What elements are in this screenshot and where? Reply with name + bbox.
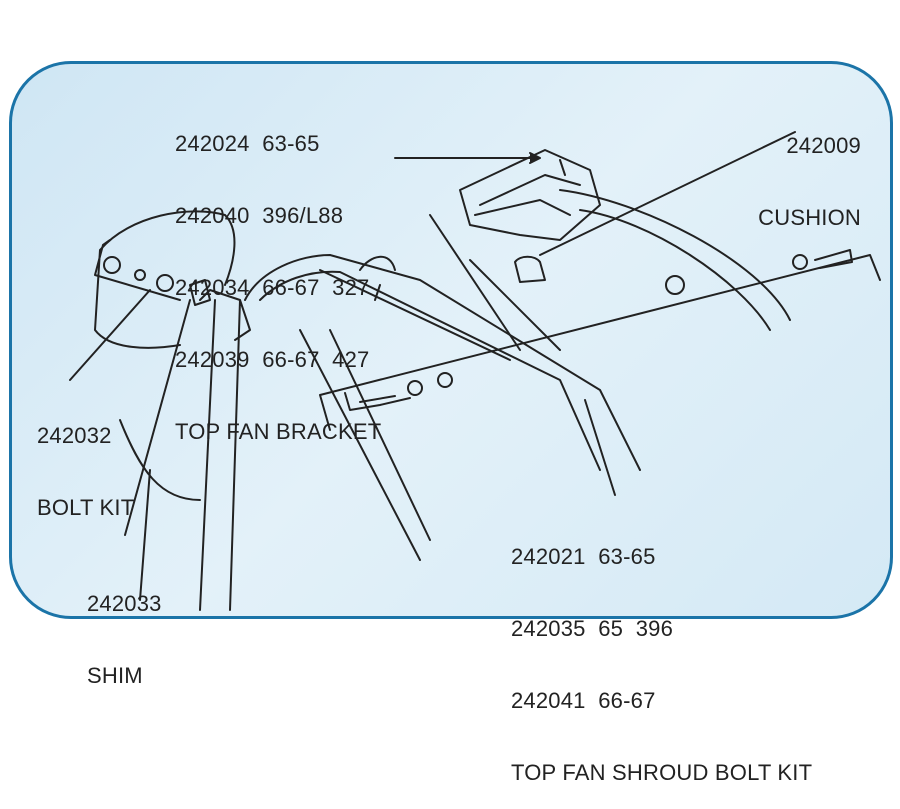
bolt-kit-title: BOLT KIT [37,495,135,520]
shroud-bolt-title: TOP FAN SHROUD BOLT KIT [511,760,813,785]
corner-detail [359,255,396,301]
bracket-part-line: 242034 66-67 327 [175,275,370,300]
shroud-bolt-kit-bracket [319,254,881,431]
shroud-bolt-part-line: 242021 63-65 [511,544,656,569]
washer [156,274,174,292]
shroud-bolt-part-line: 242041 66-67 [511,688,656,713]
shroud-rib [299,269,511,561]
leader-cushion [539,131,796,256]
vertical-bracket [199,289,251,611]
radiator-support-outline [94,210,236,601]
washer [407,380,423,396]
shroud-bolt [344,392,411,411]
cushion-part-number: 242009 [786,133,861,158]
shim-title: SHIM [87,663,143,688]
callout-cushion: 242009 CUSHION [748,86,861,254]
leader-bolt-kit [69,289,151,381]
washer [134,269,146,281]
bracket-title: TOP FAN BRACKET [175,419,382,444]
shroud-edge [244,254,641,471]
bracket-part-line: 242024 63-65 [175,131,320,156]
cushion-title: CUSHION [758,205,861,230]
leader-shroud-bolt [584,399,616,496]
washer [437,372,453,388]
callout-top-fan-bracket: 242024 63-65 242040 396/L88 242034 66-67… [175,84,381,468]
grommet [665,275,685,295]
leader-bracket-arrow [529,152,541,164]
shroud-bolt-part-line: 242035 65 396 [511,616,674,641]
bracket-part-line: 242039 66-67 427 [175,347,370,372]
callout-shim: 242033 SHIM [87,544,162,712]
cushion-part [514,255,546,283]
top-fan-bracket-part [459,149,601,241]
callout-bolt-kit: 242032 BOLT KIT [37,376,134,544]
nut [103,256,121,274]
leader-shim [124,299,191,536]
shim-part-number: 242033 [87,591,162,616]
diagram-panel [9,61,893,619]
washer [792,254,808,270]
bolt-kit-bracket-line [94,239,181,301]
fan-housing [429,189,791,351]
shim-part [189,279,211,306]
bolt-kit-part-number: 242032 [37,423,112,448]
callout-top-fan-shroud-bolt-kit: 242021 63-65 242035 65 396 242041 66-67 … [511,497,812,809]
bracket-part-line: 242040 396/L88 [175,203,344,228]
parts-line-art [69,131,881,611]
right-bolt [814,249,853,269]
